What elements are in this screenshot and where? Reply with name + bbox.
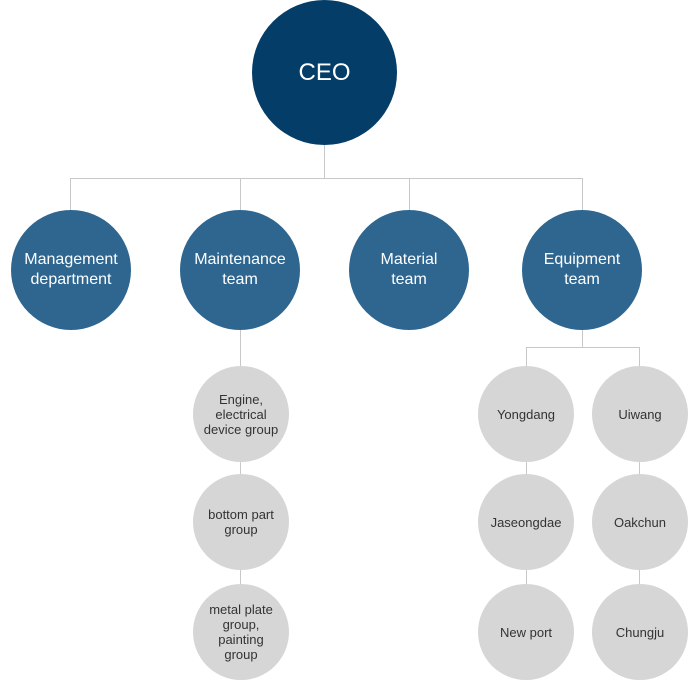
chungju-node: Chungju	[592, 584, 688, 680]
yongdang-node: Yongdang	[478, 366, 574, 462]
management-department-node: Management department	[11, 210, 131, 330]
jaseongdae-node: Jaseongdae	[478, 474, 574, 570]
metal-plate-painting-group-label: metal plate group, painting group	[209, 602, 273, 662]
chungju-label: Chungju	[615, 624, 665, 640]
engine-electrical-group-label: Engine, electrical device group	[203, 391, 279, 437]
jaseongdae-label: Jaseongdae	[490, 514, 562, 530]
ceo-label: CEO	[298, 58, 351, 86]
maintenance-team-label: Maintenance team	[194, 251, 286, 288]
equipment-team-node: Equipment team	[522, 210, 642, 330]
new-port-label: New port	[499, 624, 553, 640]
maintenance-team-node: Maintenance team	[180, 210, 300, 330]
metal-plate-painting-group-node: metal plate group, painting group	[193, 584, 289, 680]
bottom-part-group-node: bottom part group	[193, 474, 289, 570]
yongdang-label: Yongdang	[496, 406, 556, 422]
management-department-label: Management department	[24, 251, 118, 288]
material-team-node: Material team	[349, 210, 469, 330]
uiwang-label: Uiwang	[618, 406, 662, 422]
oakchun-label: Oakchun	[613, 514, 667, 530]
ceo-node: CEO	[252, 0, 397, 145]
new-port-node: New port	[478, 584, 574, 680]
equipment-team-label: Equipment team	[543, 251, 621, 288]
engine-electrical-group-node: Engine, electrical device group	[193, 366, 289, 462]
material-team-label: Material team	[380, 251, 438, 288]
uiwang-node: Uiwang	[592, 366, 688, 462]
oakchun-node: Oakchun	[592, 474, 688, 570]
bottom-part-group-label: bottom part group	[208, 507, 274, 537]
